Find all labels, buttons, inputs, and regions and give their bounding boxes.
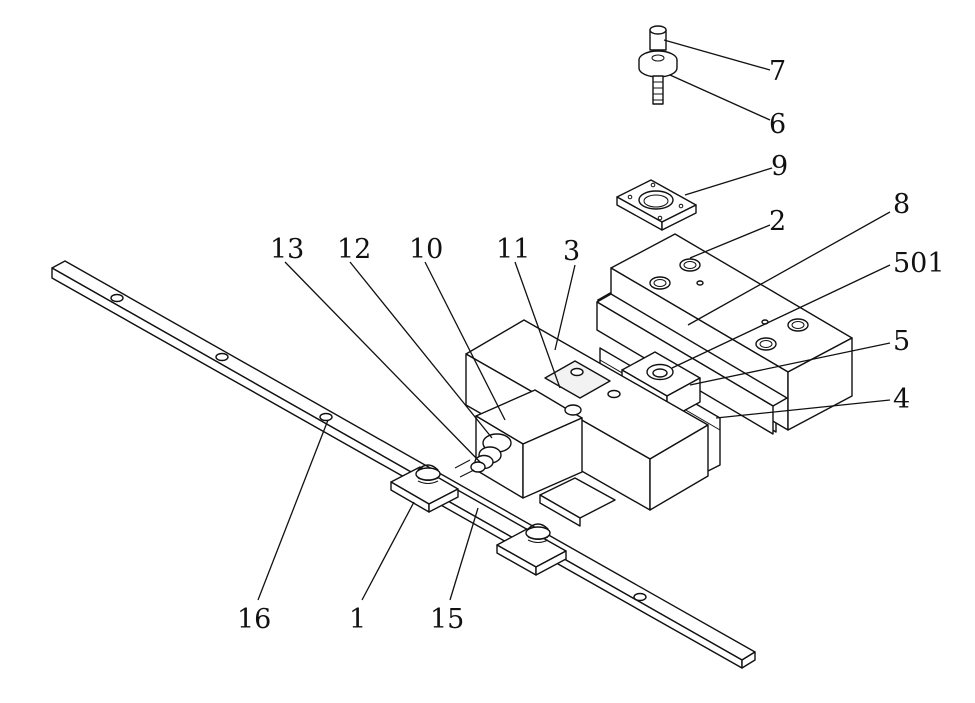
square-nut: [616, 179, 697, 231]
clamp-block-right: [496, 523, 567, 576]
label-10: 10: [409, 234, 443, 265]
knob-screw: [454, 433, 512, 478]
label-9: 9: [771, 151, 788, 182]
label-5: 5: [893, 326, 910, 357]
label-15: 15: [430, 604, 464, 635]
label-4: 4: [893, 384, 910, 415]
label-501: 501: [893, 248, 945, 279]
label-1: 1: [349, 604, 366, 635]
label-3: 3: [563, 236, 580, 267]
label-13: 13: [270, 234, 304, 265]
side-plate: [596, 293, 788, 435]
label-6: 6: [769, 109, 786, 140]
part-labels: 7 6 9 2 8 501 5 4 3 11 10 12 13 16 1 15: [237, 56, 945, 635]
bolt-with-washer: [638, 25, 678, 105]
clamp-block-left: [390, 464, 459, 513]
label-12: 12: [337, 234, 371, 265]
leader-lines: [257, 39, 891, 601]
label-8: 8: [893, 189, 910, 220]
label-11: 11: [496, 234, 530, 265]
label-7: 7: [769, 56, 786, 87]
label-2: 2: [769, 206, 786, 237]
front-block: [475, 389, 583, 499]
label-16: 16: [237, 604, 271, 635]
